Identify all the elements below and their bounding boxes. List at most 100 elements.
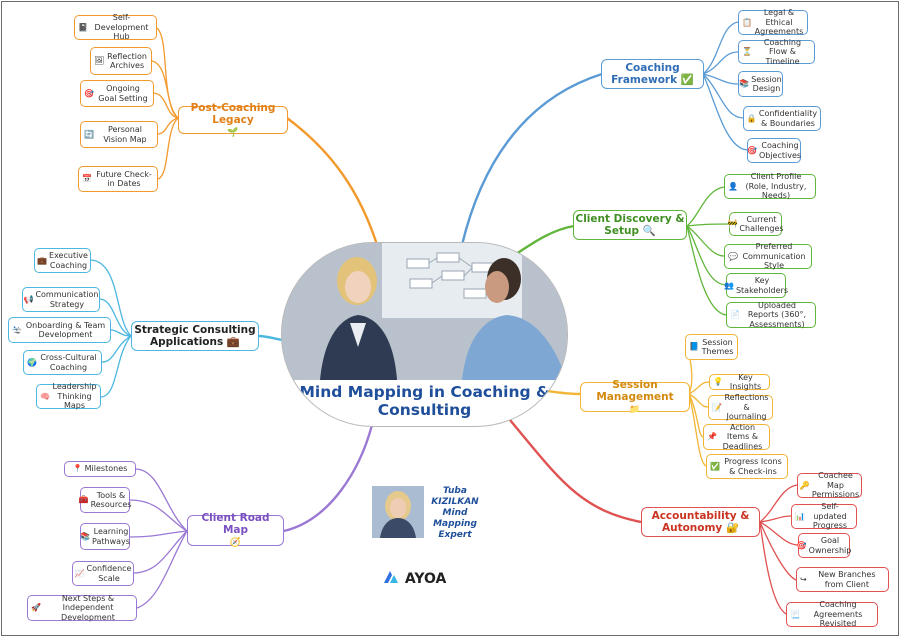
node-label: Self-updated Progress xyxy=(812,502,848,531)
branch-session-management[interactable]: Session Management📁 xyxy=(580,378,690,415)
node-label: Next Steps & Independent Development xyxy=(61,593,115,622)
node-label: Future Check-in Dates xyxy=(96,169,152,189)
node-label: Coachee Map Permissions xyxy=(811,471,860,500)
node-action-items-deadlines[interactable]: 📌 Action Items & Deadlines xyxy=(703,422,770,451)
node-confidentiality-boundaries[interactable]: 🔒Confidentiality & Boundaries xyxy=(743,106,821,131)
node-label: Action Items & Deadlines xyxy=(722,422,763,451)
picture-icon: 🖼 xyxy=(94,56,105,66)
node-goal-ownership[interactable]: 🎯Goal Ownership xyxy=(796,533,852,558)
document-icon: 📄 xyxy=(730,310,740,320)
central-topic[interactable]: Mind Mapping in Coaching & Consulting xyxy=(281,242,568,427)
node-label: Preferred Communication Style xyxy=(742,242,806,271)
author-line5: Expert xyxy=(438,530,472,540)
central-title-line1: Mind Mapping in Coaching & xyxy=(299,383,550,401)
node-coaching-flow-timeline[interactable]: ⏳Coaching Flow & Timeline xyxy=(738,38,815,66)
checkmark-icon: ✅ xyxy=(680,74,694,86)
node-future-check-in-dates[interactable]: 📅Future Check-in Dates xyxy=(78,166,158,192)
node-label: Progress Icons & Check-ins xyxy=(724,457,782,476)
node-preferred-communication-style[interactable]: 💬Preferred Communication Style xyxy=(724,242,812,271)
node-self-development-hub[interactable]: 📓 Self-Development Hub xyxy=(74,13,157,42)
node-ongoing-goal-setting[interactable]: 🎯Ongoing Goal Setting xyxy=(80,80,154,107)
node-communication-strategy[interactable]: 📢Communication Strategy xyxy=(22,287,100,312)
node-label: Coaching Agreements Revisited xyxy=(813,600,863,629)
branch-client-discovery-setup[interactable]: Client Discovery & Setup 🔍 xyxy=(573,210,687,240)
node-onboarding-team-development[interactable]: 🛬Onboarding & Team Development xyxy=(8,317,111,343)
node-uploaded-reports[interactable]: 📄Uploaded Reports (360°, Assessments) xyxy=(726,301,816,329)
bar-chart-icon: 📊 xyxy=(795,511,805,521)
node-reflection-archives[interactable]: 🖼Reflection Archives xyxy=(90,47,152,75)
node-label: Session Themes xyxy=(701,337,734,357)
brand-name: AYOA xyxy=(404,571,447,587)
node-next-steps-independent-development[interactable]: 🚀 Next Steps & Independent Development xyxy=(27,593,137,622)
author-caption: Tuba KIZILKAN Mind Mapping Expert xyxy=(425,486,485,541)
node-label: Milestones xyxy=(84,464,128,474)
node-progress-icons-check-ins[interactable]: ✅Progress Icons & Check-ins xyxy=(706,454,788,479)
books-icon: 📚 xyxy=(80,531,91,541)
node-label: Coaching Objectives xyxy=(758,141,802,160)
node-label: Leadership Thinking Maps xyxy=(52,382,97,411)
brain-icon: 🧠 xyxy=(40,391,50,401)
author-line2: KIZILKAN xyxy=(431,497,479,507)
node-milestones[interactable]: 📍Milestones xyxy=(64,461,136,477)
node-new-branches-from-client[interactable]: ↪New Branches from Client xyxy=(796,567,889,592)
node-learning-pathways[interactable]: 📚Learning Pathways xyxy=(80,523,130,550)
node-key-insights[interactable]: 💡Key Insights xyxy=(709,373,770,391)
lightbulb-icon: 💡 xyxy=(713,377,723,387)
node-executive-coaching[interactable]: 💼Executive Coaching xyxy=(34,248,91,273)
notebook-icon: 📓 xyxy=(78,22,88,32)
barrier-icon: 🚧 xyxy=(727,219,738,229)
node-leadership-thinking-maps[interactable]: 🧠Leadership Thinking Maps xyxy=(36,382,101,411)
target-icon: 🎯 xyxy=(746,145,757,155)
meeting-illustration xyxy=(282,243,567,380)
branch-title: Strategic Consulting Applications xyxy=(134,324,256,348)
author-line1: Tuba xyxy=(443,486,467,496)
node-coachee-map-permissions[interactable]: 🔑Coachee Map Permissions xyxy=(797,471,862,500)
branch-client-road-map[interactable]: Client Road Map🧭 xyxy=(187,512,284,548)
pushpin-icon: 📌 xyxy=(707,432,717,442)
node-label: New Branches from Client xyxy=(818,570,876,589)
connector-strategic xyxy=(257,334,283,342)
connector-accountability xyxy=(509,419,642,524)
ayoa-logo-icon xyxy=(384,571,398,583)
target-icon: 🎯 xyxy=(796,540,807,550)
author-photo xyxy=(372,486,424,538)
node-session-design[interactable]: 📚Session Design xyxy=(738,71,783,97)
target-icon: 🎯 xyxy=(84,88,94,98)
node-key-stakeholders[interactable]: 👥Key Stakeholders xyxy=(724,273,788,298)
node-session-themes[interactable]: 📘Session Themes xyxy=(685,334,738,360)
branch-coaching-framework[interactable]: Coaching Framework ✅ xyxy=(601,59,704,89)
node-label: Self-Development Hub xyxy=(94,13,149,42)
memo-icon: 📝 xyxy=(712,402,722,412)
rocket-icon: 🚀 xyxy=(31,603,41,613)
connector-roadmap xyxy=(283,424,374,533)
node-self-updated-progress[interactable]: 📊 Self-updated Progress xyxy=(791,502,857,531)
page-icon: 📃 xyxy=(790,609,800,619)
node-label: Executive Coaching xyxy=(49,251,88,270)
node-label: Confidentiality & Boundaries xyxy=(758,109,818,128)
megaphone-icon: 📢 xyxy=(23,294,34,304)
branch-post-coaching-legacy[interactable]: Post-Coaching Legacy🌱 xyxy=(178,102,288,138)
node-current-challenges[interactable]: 🚧Current Challenges xyxy=(727,212,784,236)
node-cross-cultural-coaching[interactable]: 🌍Cross-Cultural Coaching xyxy=(23,350,102,375)
node-label: Communication Strategy xyxy=(35,290,99,309)
node-tools-resources[interactable]: 🧰Tools & Resources xyxy=(79,487,131,513)
node-label: Goal Ownership xyxy=(808,536,852,555)
node-confidence-scale[interactable]: 📈Confidence Scale xyxy=(72,561,134,586)
clipboard-icon: 📋 xyxy=(742,17,752,27)
branch-title: Session Management xyxy=(596,378,674,403)
cycle-icon: 🔄 xyxy=(84,129,94,139)
branch-title: Post-Coaching Legacy xyxy=(190,101,276,126)
node-legal-ethical-agreements[interactable]: 📋Legal & Ethical Agreements xyxy=(738,8,808,36)
node-reflections-journaling[interactable]: 📝Reflections & Journaling xyxy=(708,393,773,421)
trend-chart-icon: 📈 xyxy=(74,568,85,578)
node-personal-vision-map[interactable]: 🔄Personal Vision Map xyxy=(80,121,158,148)
author-line3: Mind xyxy=(442,508,468,518)
node-coaching-objectives[interactable]: 🎯Coaching Objectives xyxy=(747,138,801,163)
node-coaching-agreements-revisited[interactable]: 📃 Coaching Agreements Revisited xyxy=(786,600,878,629)
branch-strategic-consulting-applications[interactable]: Strategic Consulting Applications 💼 xyxy=(131,321,259,351)
central-title-line2: Consulting xyxy=(377,401,472,419)
branch-accountability-autonomy[interactable]: Accountability & Autonomy 🔐 xyxy=(641,507,760,537)
locked-key-icon: 🔐 xyxy=(725,522,740,534)
node-client-profile[interactable]: 👤Client Profile (Role, Industry, Needs) xyxy=(724,172,816,200)
person-icon: 👤 xyxy=(728,181,738,191)
